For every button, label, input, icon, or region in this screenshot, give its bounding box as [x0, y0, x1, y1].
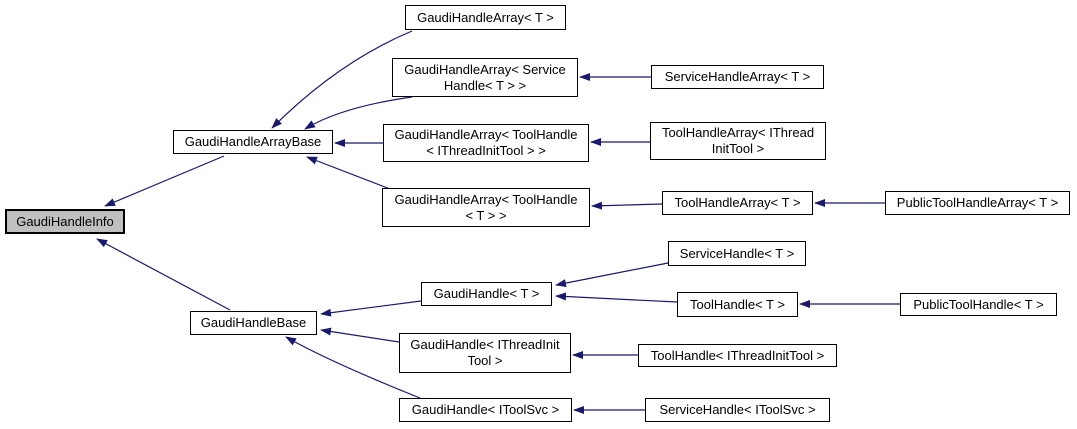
- class-node-toolArrT[interactable]: ToolHandleArray< T >: [662, 191, 813, 215]
- inheritance-arrow-toolT-to-handleT: [555, 292, 678, 303]
- inheritance-arrow-handleSvc-to-base: [285, 336, 421, 399]
- class-node-handleThread[interactable]: GaudiHandle< IThreadInit Tool >: [399, 333, 571, 373]
- class-node-arrT[interactable]: GaudiHandleArray< T >: [405, 5, 566, 30]
- class-node-info: GaudiHandleInfo: [5, 209, 125, 234]
- inheritance-arrow-handleT-to-base: [320, 300, 422, 317]
- class-node-toolT[interactable]: ToolHandle< T >: [677, 292, 798, 317]
- inheritance-edges: [96, 30, 900, 414]
- inheritance-arrow-arrToolT-to-arraybase: [306, 156, 391, 190]
- inheritance-arrow-arrT-to-arraybase: [271, 30, 413, 129]
- class-node-base[interactable]: GaudiHandleBase: [190, 311, 317, 335]
- class-node-svcArrT[interactable]: ServiceHandleArray< T >: [651, 65, 824, 89]
- class-node-pubToolArrT[interactable]: PublicToolHandleArray< T >: [885, 191, 1070, 215]
- class-node-arraybase[interactable]: GaudiHandleArrayBase: [173, 130, 333, 154]
- inheritance-arrow-arrService-to-arraybase: [304, 96, 413, 130]
- class-node-handleT[interactable]: GaudiHandle< T >: [421, 282, 552, 306]
- class-node-arrService[interactable]: GaudiHandleArray< Service Handle< T > >: [392, 58, 578, 97]
- class-node-svcToolSvc[interactable]: ServiceHandle< IToolSvc >: [645, 398, 830, 422]
- inheritance-arrow-svcT-to-handleT: [555, 262, 669, 287]
- class-node-arrToolT[interactable]: GaudiHandleArray< ToolHandle < T > >: [382, 188, 590, 227]
- inheritance-arrow-base-to-info: [96, 238, 231, 311]
- inheritance-arrow-toolArrT-to-arrToolT: [591, 201, 663, 210]
- class-node-handleSvc[interactable]: GaudiHandle< IToolSvc >: [399, 398, 572, 422]
- class-node-pubToolT[interactable]: PublicToolHandle< T >: [900, 293, 1057, 316]
- inheritance-arrow-handleThread-to-base: [320, 327, 400, 343]
- class-node-arrToolThread[interactable]: GaudiHandleArray< ToolHandle < IThreadIn…: [383, 124, 589, 162]
- class-node-toolArrThread[interactable]: ToolHandleArray< IThread InitTool >: [650, 122, 826, 160]
- class-node-svcT[interactable]: ServiceHandle< T >: [668, 241, 806, 266]
- inheritance-arrow-arraybase-to-info: [104, 155, 225, 207]
- class-node-toolThread[interactable]: ToolHandle< IThreadInitTool >: [638, 344, 837, 367]
